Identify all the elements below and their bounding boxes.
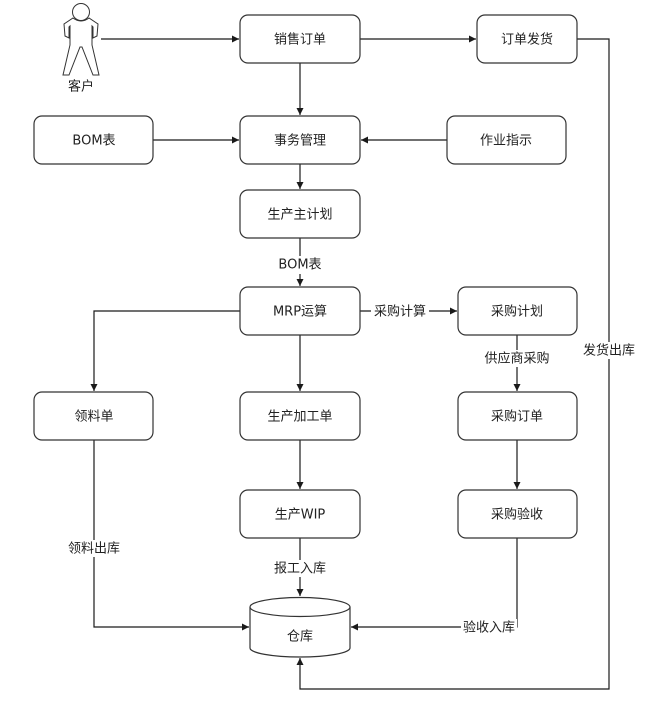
node-label: 订单发货: [501, 32, 553, 48]
edge-inspection-to-warehouse: [351, 538, 518, 631]
edge-label-shipping-out: 发货出库: [583, 343, 635, 359]
node-purchase-inspection[interactable]: 采购验收: [457, 489, 578, 539]
node-affairs-management[interactable]: 事务管理: [239, 115, 361, 165]
edge-labels: BOM表 采购计算 供应商采购 发货出库 领料出库 报工入库 验收入库: [65, 256, 638, 636]
node-label: BOM表: [72, 134, 115, 149]
edge-label-report-in: 报工入库: [274, 561, 326, 577]
node-picking-list[interactable]: 领料单: [33, 391, 154, 441]
node-order-shipping[interactable]: 订单发货: [476, 14, 578, 64]
node-production-wip[interactable]: 生产WIP: [239, 489, 361, 539]
node-mrp[interactable]: MRP运算: [239, 286, 361, 336]
edge-label-picking-out: 领料出库: [68, 541, 120, 557]
actor-label: 客户: [68, 79, 94, 95]
node-production-order[interactable]: 生产加工单: [239, 391, 361, 441]
node-warehouse[interactable]: 仓库: [249, 596, 351, 658]
node-master-plan[interactable]: 生产主计划: [239, 189, 361, 239]
node-label: 仓库: [287, 629, 313, 645]
node-label: 领料单: [74, 410, 113, 425]
edge-label-supplier-purchase: 供应商采购: [484, 351, 549, 367]
edge-label-bom: BOM表: [278, 258, 321, 273]
node-label: 采购计划: [491, 304, 543, 320]
node-label: 生产WIP: [275, 508, 326, 523]
node-label: 采购验收: [491, 507, 543, 523]
edge-shipping-to-warehouse: [296, 38, 610, 690]
node-sales-order[interactable]: 销售订单: [239, 14, 361, 64]
edge-label-purchase-calc: 采购计算: [374, 304, 426, 320]
edge-picking-to-warehouse: [93, 440, 249, 631]
node-purchase-order[interactable]: 采购订单: [457, 391, 578, 441]
node-bom-table[interactable]: BOM表: [33, 115, 154, 165]
node-label: 生产主计划: [267, 208, 332, 223]
person-icon: [62, 3, 100, 76]
node-label: MRP运算: [273, 305, 327, 320]
node-label: 采购订单: [491, 409, 543, 425]
node-purchase-plan[interactable]: 采购计划: [457, 286, 578, 336]
node-label: 事务管理: [274, 133, 326, 149]
node-label: 销售订单: [274, 32, 326, 48]
database-cylinder-icon: [249, 596, 351, 658]
edge-label-inspection-in: 验收入库: [463, 620, 515, 636]
node-label: 作业指示: [480, 134, 532, 149]
edge-mrp-to-picking-list: [90, 310, 240, 391]
actor-customer[interactable]: 客户: [62, 3, 100, 95]
node-work-instruction[interactable]: 作业指示: [446, 115, 567, 165]
node-label: 生产加工单: [267, 410, 332, 425]
